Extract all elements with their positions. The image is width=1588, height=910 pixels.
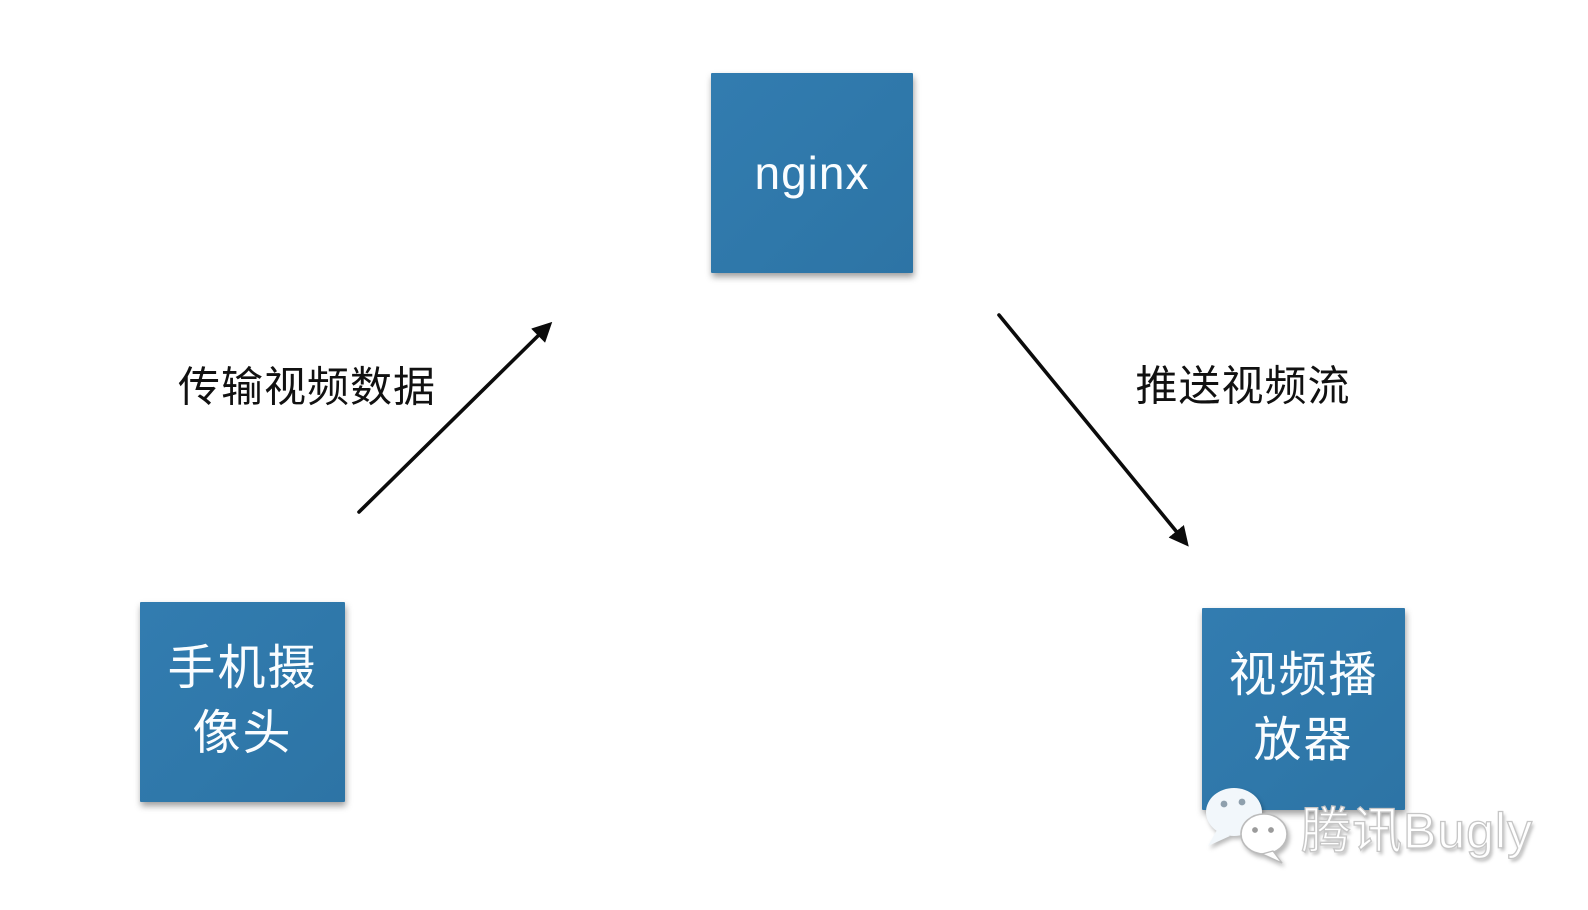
edge-label-transmit-video-data: 传输视频数据 <box>177 363 437 411</box>
node-phone-camera-label: 手机摄像头 <box>167 642 318 760</box>
watermark: 腾讯Bugly <box>1203 786 1533 868</box>
node-nginx: nginx <box>711 73 913 273</box>
node-phone-camera: 手机摄像头 <box>140 602 345 802</box>
wechat-logo-icon <box>1206 788 1288 864</box>
node-video-player: 视频播放器 <box>1202 608 1405 810</box>
node-video-player-label: 视频播放器 <box>1228 649 1379 767</box>
watermark-text: 腾讯Bugly <box>1300 802 1534 859</box>
arrow-nginx-to-player <box>997 313 1189 547</box>
edge-label-push-video-stream: 推送视频流 <box>1135 362 1351 410</box>
node-nginx-label: nginx <box>754 147 870 199</box>
